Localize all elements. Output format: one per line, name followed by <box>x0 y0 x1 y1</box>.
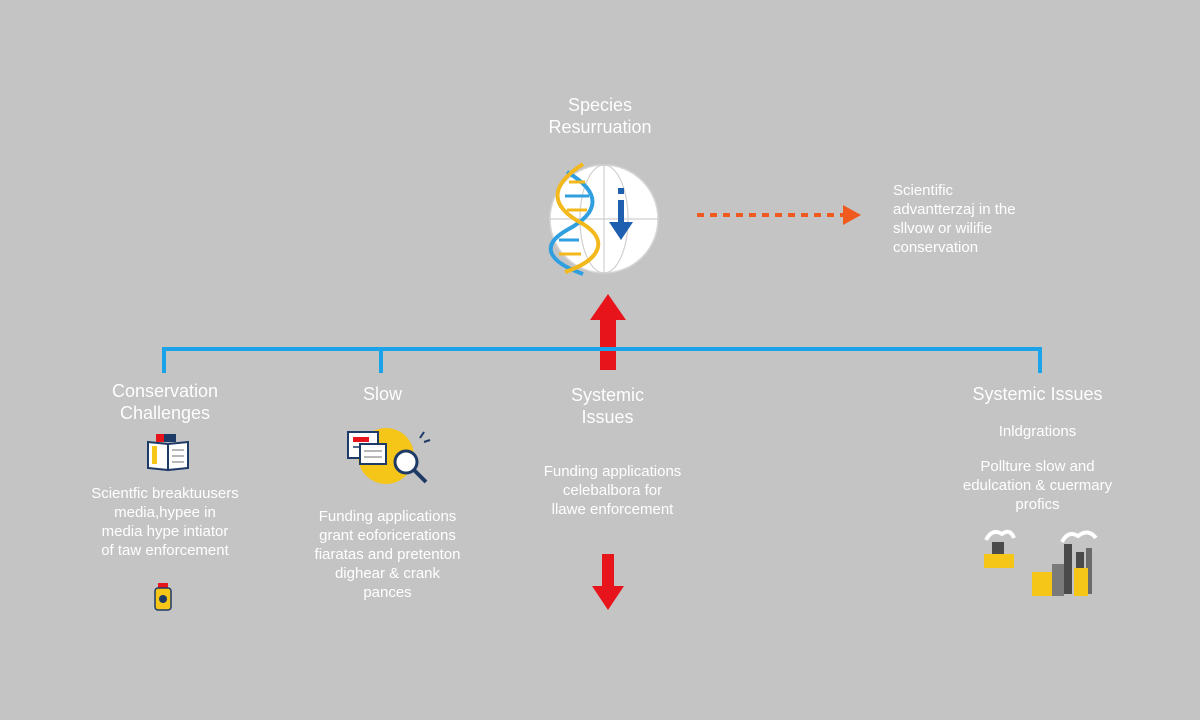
column-body-line: pances <box>363 584 412 601</box>
top-title-line2: Resurruation <box>548 117 652 137</box>
dna-globe-icon <box>548 162 659 276</box>
column-body-line: llawe enforcement <box>551 501 674 518</box>
side-note-line: advantterzaj in the <box>893 201 1016 218</box>
column-2-body: Funding applications grant eoforiceratio… <box>280 507 495 602</box>
connector-drop-4 <box>1038 347 1042 373</box>
factory-icon <box>984 529 1098 596</box>
column-4-body: Pollture slow and edulcation & cuermary … <box>925 457 1150 514</box>
column-body-line: Scientfic breaktuusers <box>91 485 239 502</box>
column-2-title: Slow <box>300 383 465 405</box>
column-title-line: Systemic <box>570 385 644 405</box>
top-title-line1: Species <box>567 95 633 115</box>
column-title-line: Slow <box>362 384 402 404</box>
column-3-body: Funding applications celebalbora for lla… <box>505 462 720 519</box>
column-body-line: Funding applications <box>543 463 682 480</box>
red-down-arrow-icon <box>592 554 624 610</box>
column-title-line: Conservation <box>111 381 219 401</box>
column-1-body: Scientfic breaktuusers media,hypee in me… <box>60 484 270 560</box>
column-title-line: Challenges <box>119 403 211 423</box>
column-body-line: celebalbora for <box>562 482 663 499</box>
column-title-line: Systemic Issues <box>972 384 1103 404</box>
bottle-icon <box>154 583 172 611</box>
column-body-line: Funding applications <box>318 508 457 525</box>
column-body-line: media,hypee in <box>114 504 216 521</box>
connector-drop-1 <box>162 347 166 373</box>
column-body-line: dighear & crank <box>334 565 441 582</box>
side-note-line: conservation <box>893 239 979 256</box>
column-4-title: Systemic Issues <box>940 383 1135 405</box>
column-4-subtitle: Inldgrations <box>998 423 1077 440</box>
top-title: Species Resurruation <box>500 94 700 138</box>
column-body-line: of taw enforcement <box>101 542 229 559</box>
column-body-line: profics <box>1015 496 1060 513</box>
book-icon <box>147 434 189 472</box>
column-title-line: Issues <box>581 407 634 427</box>
column-1-title: Conservation Challenges <box>60 380 270 424</box>
dashed-arrow-right <box>697 205 861 225</box>
column-body-line: grant eoforicerations <box>319 527 456 544</box>
column-body-line: media hype intiator <box>101 523 229 540</box>
side-note-line: Scientific <box>893 182 954 199</box>
connector-drop-2 <box>379 347 383 373</box>
column-body-line: fiaratas and pretenton <box>314 546 461 563</box>
side-note-line: sllvow or wilifie <box>893 220 993 237</box>
magnifier-document-icon <box>347 428 431 484</box>
column-body-line: edulcation & cuermary <box>962 477 1113 494</box>
side-note: Scientific advantterzaj in the sllvow or… <box>893 181 1093 257</box>
red-up-arrow <box>590 294 626 370</box>
column-3-title: Systemic Issues <box>520 384 695 428</box>
connector-horizontal <box>162 347 1042 351</box>
column-body-line: Pollture slow and <box>980 458 1095 475</box>
